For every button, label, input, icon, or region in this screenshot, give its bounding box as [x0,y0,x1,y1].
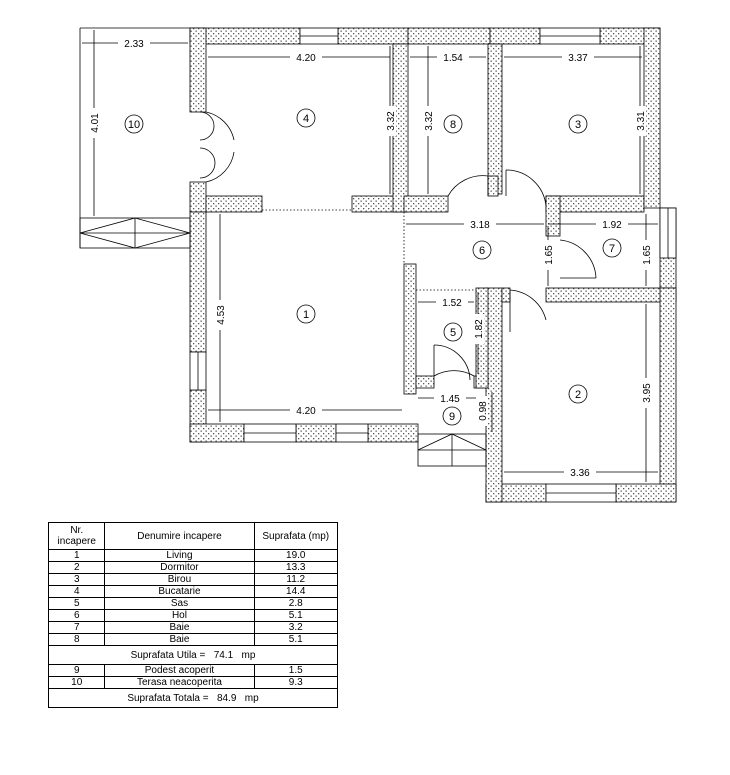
room-number-9: 9 [449,411,455,423]
row-name: Bucatarie [104,585,255,598]
row-nr: 8 [47,633,106,646]
room-number-6: 6 [479,245,485,257]
header-name: Denumire incapere [104,522,255,550]
dim-bath7-depth: 1.65 [642,245,653,265]
row-name: Podest acoperit [104,664,255,677]
row-area: 19.0 [253,549,338,562]
total-area-row: Suprafata Totala = 84.9 mp [48,688,338,708]
terrace-outline [79,27,192,249]
row-nr: 10 [47,676,106,689]
row-name: Sas [104,597,255,610]
dim-office-depth: 3.31 [636,111,647,131]
total-area-cell: Suprafata Totala = 84.9 mp [48,688,338,708]
row-area: 2.8 [253,597,338,610]
row-area: 5.1 [253,609,338,622]
row-area: 3.2 [253,621,338,634]
dim-bedroom-width: 3.36 [570,468,590,479]
room-number-4: 4 [303,113,309,125]
windows [189,27,677,503]
dim-kitchen-width: 4.20 [296,53,316,64]
row-area: 14.4 [253,585,338,598]
dim-porch-width: 1.45 [440,394,460,405]
useful-area-row: Suprafata Utila = 74.1 mp [48,645,338,665]
row-name: Birou [104,573,255,586]
room-number-8: 8 [450,119,456,131]
dim-bath8-depth: 3.32 [424,111,435,131]
room-number-2: 2 [575,389,581,401]
walls [189,27,677,503]
row-nr: 9 [47,664,106,677]
dim-terrace-depth: 4.01 [90,113,101,133]
header-area: Suprafata (mp) [253,522,338,550]
row-name: Baie [104,633,255,646]
row-area: 11.2 [253,573,338,586]
dimension-labels: 2.33 4.01 4.20 3.32 1.54 3.32 3.37 3.31 … [88,37,653,479]
useful-area-unit: mp [241,649,256,661]
dim-bedroom-depth: 3.95 [642,383,653,403]
dim-hall-width: 3.18 [470,220,490,231]
row-nr: 5 [47,597,106,610]
row-nr: 4 [47,585,106,598]
row-nr: 3 [47,573,106,586]
room-number-5: 5 [450,327,456,339]
row-nr: 1 [47,549,106,562]
row-name: Terasa neacoperita [104,676,255,689]
dim-kitchen-depth: 3.32 [386,111,397,131]
total-area-label: Suprafata Totala = [127,692,209,704]
dim-bath8-width: 1.54 [443,53,463,64]
row-name: Dormitor [104,561,255,574]
dimension-lines [82,30,658,482]
useful-area-cell: Suprafata Utila = 74.1 mp [48,645,338,665]
row-name: Hol [104,609,255,622]
total-area-value: 84.9 [216,692,237,704]
room-number-7: 7 [609,243,615,255]
useful-area-label: Suprafata Utila = [130,649,206,661]
row-nr: 7 [47,621,106,634]
dim-sas-depth: 1.82 [474,319,485,339]
area-table: Nr. incapere Denumire incapere Suprafata… [47,522,338,708]
room-number-10: 10 [128,119,140,131]
dim-hall-depth: 1.65 [544,245,555,265]
dim-living-depth: 4.53 [216,305,227,325]
dim-office-width: 3.37 [568,53,588,64]
dotted-partitions [262,209,476,291]
header-nr: Nr. incapere [47,522,106,550]
room-number-1: 1 [303,309,309,321]
table-header: Nr. incapere Denumire incapere Suprafata… [47,522,338,550]
row-name: Baie [104,621,255,634]
row-nr: 2 [47,561,106,574]
dim-terrace-width: 2.33 [124,39,144,50]
dim-porch-depth: 0.98 [478,401,489,421]
total-area-unit: mp [244,692,259,704]
row-area: 9.3 [253,676,338,689]
row-name: Living [104,549,255,562]
useful-area-value: 74.1 [213,649,234,661]
doors [199,111,597,381]
row-nr: 6 [47,609,106,622]
room-numbers [124,108,622,426]
dim-living-width: 4.20 [296,406,316,417]
room-number-labels: 1 2 3 4 5 6 7 8 9 10 [128,113,615,423]
dim-sas-width: 1.52 [442,298,462,309]
room-number-3: 3 [575,119,581,131]
row-area: 13.3 [253,561,338,574]
row-area: 5.1 [253,633,338,646]
floor-plan: 2.33 4.01 4.20 3.32 1.54 3.32 3.37 3.31 … [79,27,677,503]
porch-stairs [417,433,487,467]
row-area: 1.5 [253,664,338,677]
dim-bath7-width: 1.92 [602,220,622,231]
